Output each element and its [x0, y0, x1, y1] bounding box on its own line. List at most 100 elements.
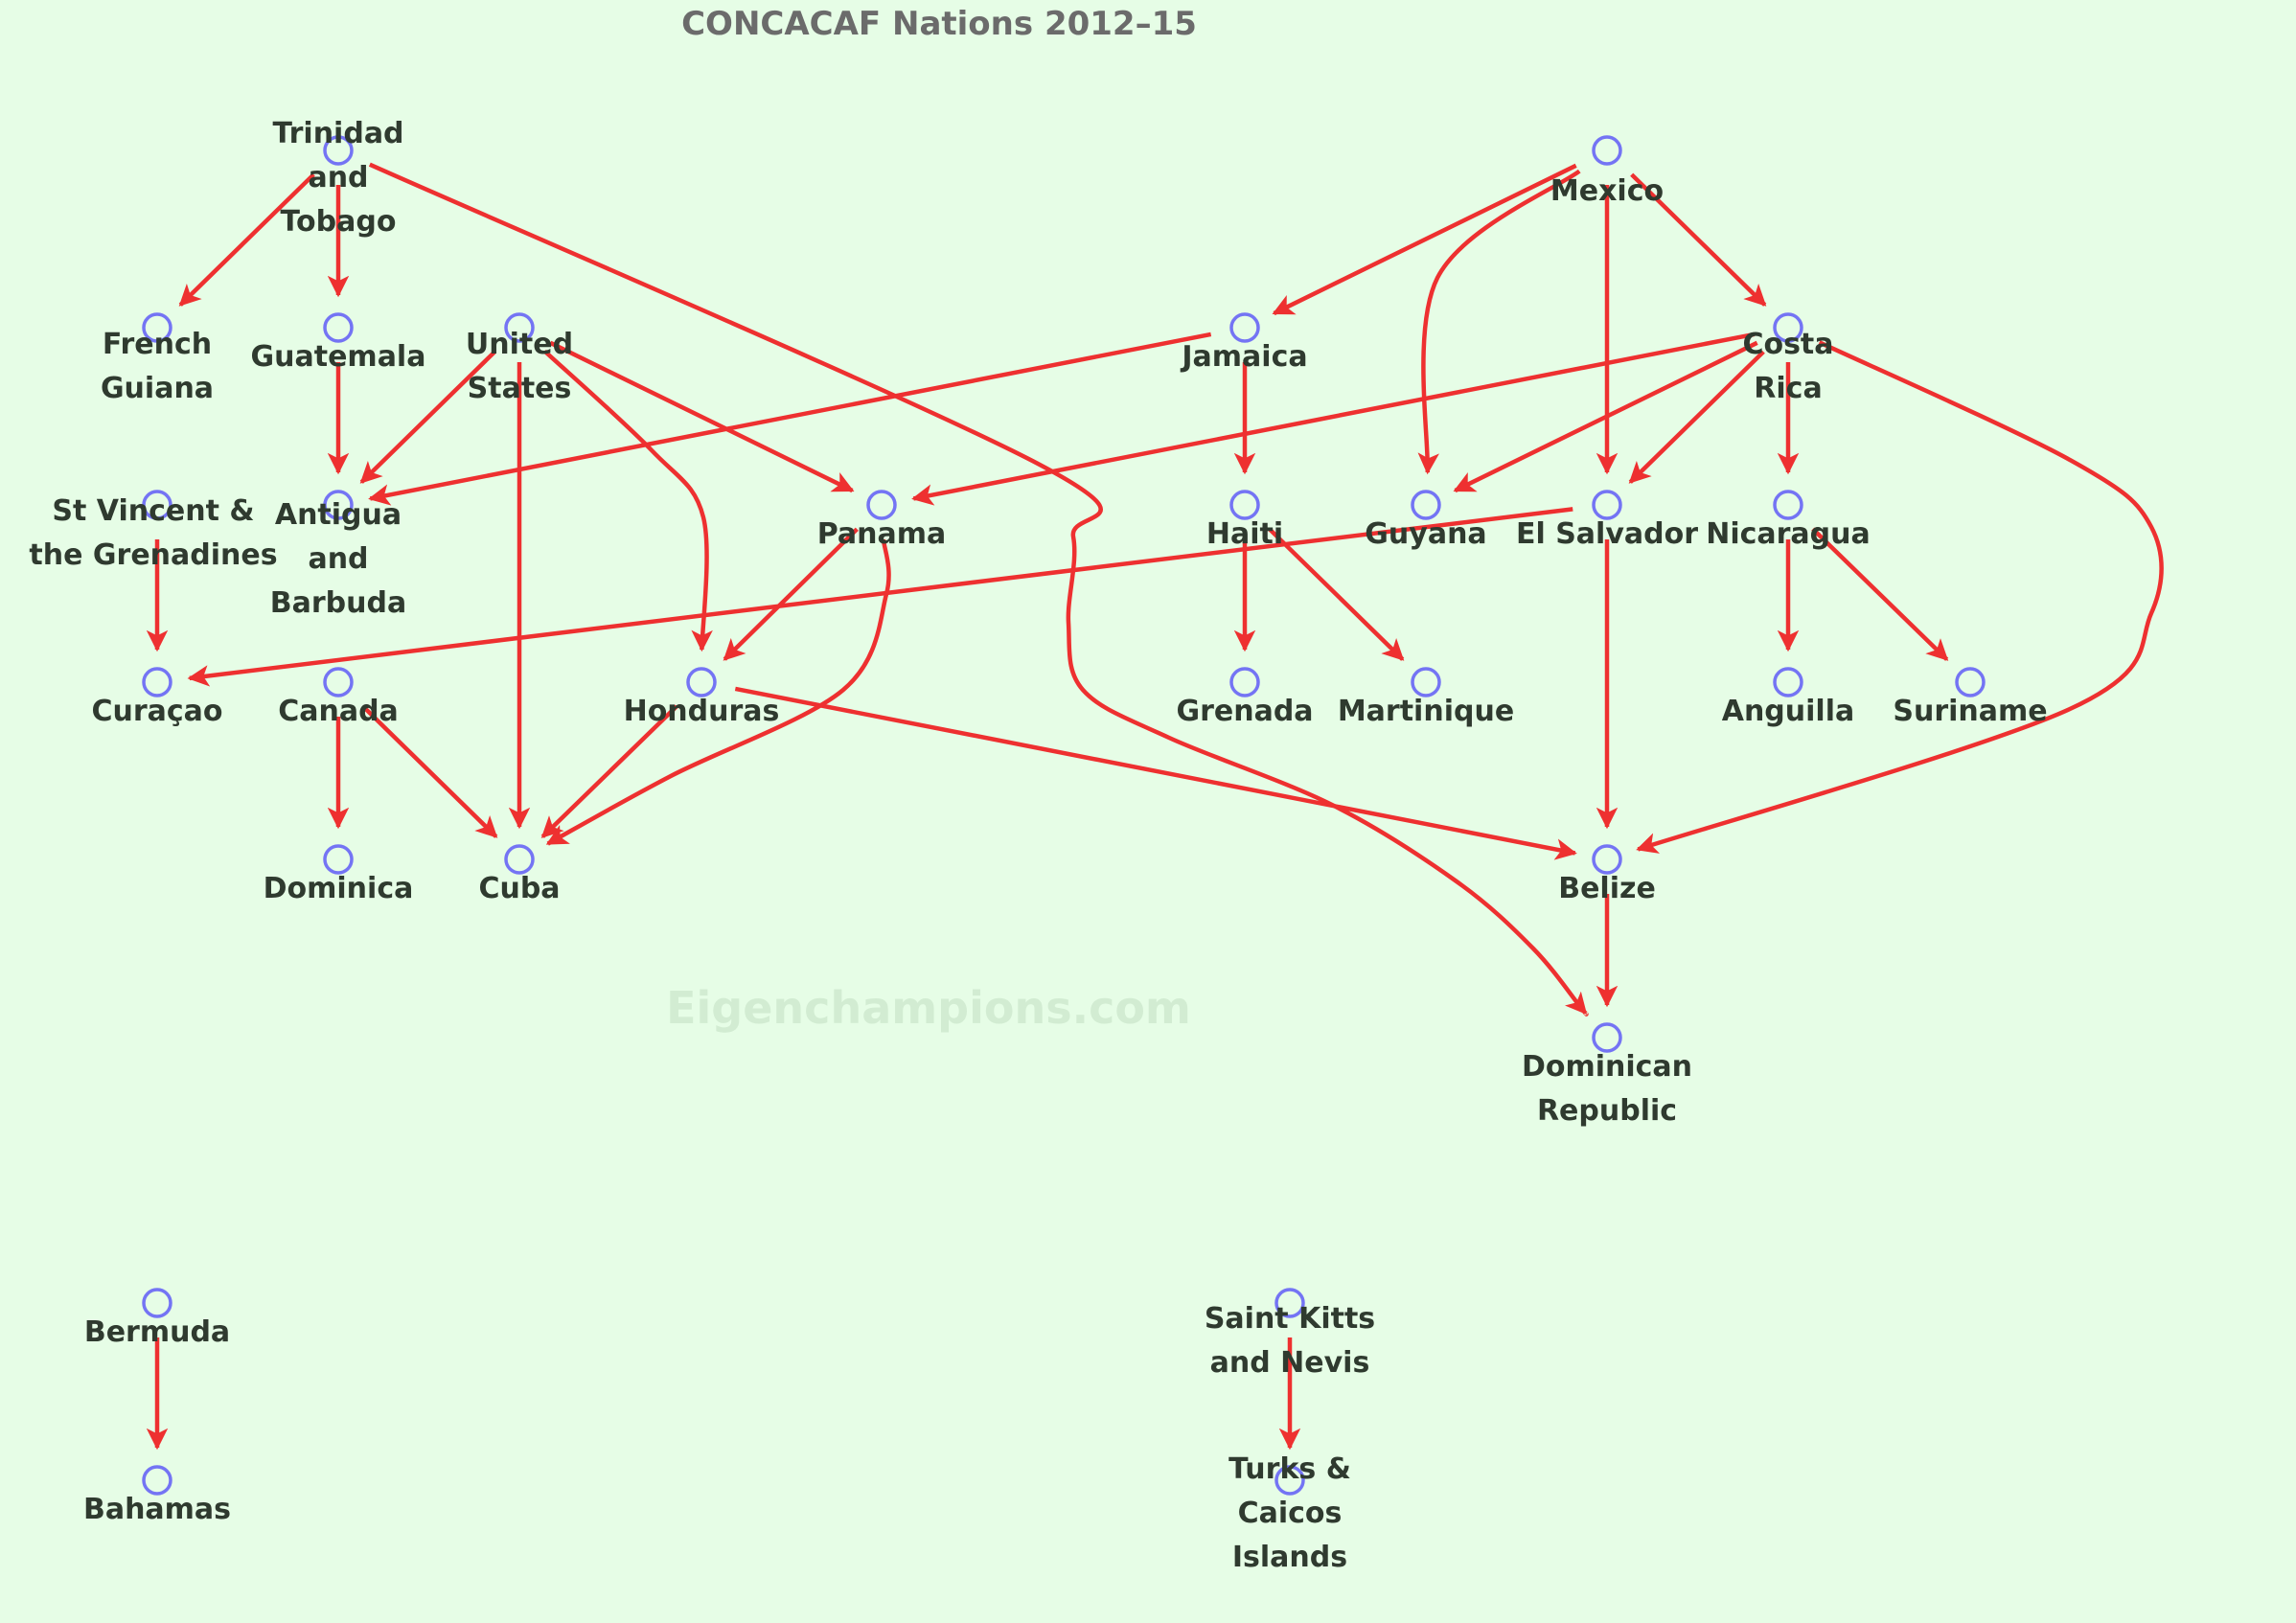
edge-united_states-to-antigua — [359, 350, 496, 484]
node-label: El Salvador — [1516, 517, 1698, 551]
node-circle — [323, 667, 354, 697]
node-circle — [1592, 490, 1622, 520]
node-label: Suriname — [1893, 695, 2047, 728]
node-circle — [323, 844, 354, 875]
node-label: Cuba — [478, 872, 560, 905]
node-circle — [323, 490, 354, 520]
edge-mexico-to-costa_rica — [1630, 172, 1767, 307]
edge-el_salvador-to-curacao — [187, 507, 1573, 687]
node-circle — [686, 667, 717, 697]
node-jamaica: Jamaica — [1180, 312, 1308, 374]
node-label: Canada — [278, 695, 399, 728]
edge-mexico-to-jamaica — [1272, 163, 1577, 316]
node-circle — [504, 844, 535, 875]
node-grenada: Grenada — [1176, 667, 1314, 728]
node-label: St Vincent &the Grenadines — [29, 494, 277, 572]
node-label: Grenada — [1176, 695, 1313, 728]
node-circle — [1411, 490, 1441, 520]
node-label: Nicaragua — [1706, 517, 1871, 551]
node-circle — [1229, 667, 1260, 697]
edge-canada-to-cuba — [361, 704, 498, 838]
node-label: Anguilla — [1722, 695, 1855, 728]
node-circle — [1955, 667, 1986, 697]
edge-nicaragua-to-suriname — [1811, 527, 1949, 661]
edge-costa_rica-to-guyana — [1453, 340, 1758, 493]
node-circle — [504, 312, 535, 343]
node-mexico: Mexico — [1550, 135, 1664, 208]
node-circle — [1229, 312, 1260, 343]
edge-costa_rica-to-belize — [1636, 340, 2164, 854]
node-label: Panama — [817, 517, 947, 551]
edge-jamaica-to-antigua — [368, 331, 1212, 506]
edge-honduras-to-cuba — [540, 704, 678, 838]
node-label: Guyana — [1365, 517, 1486, 551]
node-label: Curaçao — [91, 695, 222, 728]
node-circle — [142, 1465, 172, 1496]
node-panama: Panama — [817, 490, 947, 551]
node-circle — [1773, 667, 1803, 697]
node-circle — [1773, 490, 1803, 520]
node-anguilla: Anguilla — [1722, 667, 1855, 728]
node-label: Bahamas — [83, 1493, 231, 1526]
node-circle — [142, 312, 172, 343]
node-bahamas: Bahamas — [83, 1465, 231, 1526]
node-circle — [1592, 1022, 1622, 1053]
edge-mexico-to-guyana — [1417, 169, 1581, 475]
node-circle — [866, 490, 897, 520]
node-circle — [1592, 135, 1622, 166]
node-label: Haiti — [1206, 517, 1283, 551]
edge-panama-to-honduras — [723, 527, 859, 661]
node-honduras: Honduras — [624, 667, 780, 728]
edge-layer — [146, 162, 2164, 1451]
node-label: Guatemala — [251, 340, 426, 374]
node-circle — [1411, 667, 1441, 697]
edge-united_states-to-honduras — [542, 349, 713, 652]
node-martinique: Martinique — [1338, 667, 1514, 728]
node-circle — [1773, 312, 1803, 343]
node-dominica: Dominica — [264, 844, 414, 905]
node-cuba: Cuba — [478, 844, 561, 905]
edge-panama-to-cuba — [545, 538, 891, 846]
node-label: Bermuda — [84, 1315, 230, 1349]
node-guyana: Guyana — [1365, 490, 1487, 551]
edge-trinidad-to-french_guiana — [178, 172, 315, 307]
node-label: Martinique — [1338, 695, 1514, 728]
node-circle — [142, 1288, 172, 1318]
node-label: Honduras — [624, 695, 780, 728]
node-label: Jamaica — [1180, 340, 1307, 374]
node-belize: Belize — [1558, 844, 1656, 905]
node-st_vincent: St Vincent &the Grenadines — [29, 490, 278, 572]
node-canada: Canada — [278, 667, 399, 728]
edge-haiti-to-martinique — [1268, 527, 1405, 661]
edge-united_states-to-panama — [549, 340, 855, 493]
node-circle — [323, 135, 354, 166]
node-nicaragua: Nicaragua — [1706, 490, 1871, 551]
edge-trinidad-to-dominican_republic — [368, 162, 1589, 1017]
node-label: Dominica — [264, 872, 414, 905]
node-haiti: Haiti — [1206, 490, 1283, 551]
node-circle — [1592, 844, 1622, 875]
node-label: Belize — [1558, 872, 1656, 905]
node-bermuda: Bermuda — [84, 1288, 230, 1349]
edge-honduras-to-belize — [734, 686, 1577, 860]
node-guatemala: Guatemala — [251, 312, 426, 374]
watermark: Eigenchampions.com — [666, 982, 1191, 1034]
